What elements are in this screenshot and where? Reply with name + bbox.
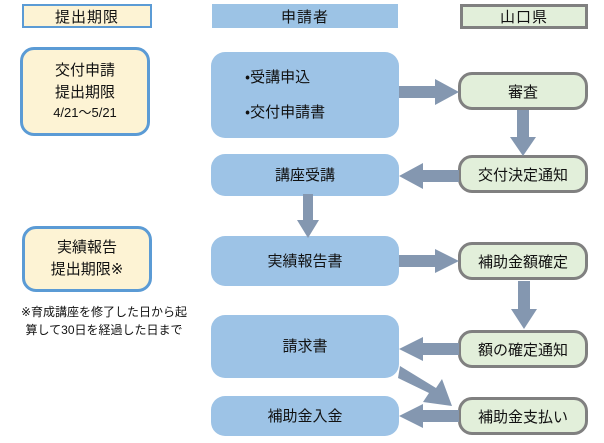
applicant-box-subsidy-deposit: 補助金入金 <box>211 396 399 436</box>
arrow-report-to-amount-fixed <box>399 249 459 273</box>
header-deadline-column: 提出期限 <box>22 4 152 28</box>
arrow-application-to-review <box>399 79 459 105</box>
arrow-review-to-grant-notice <box>510 110 536 156</box>
applicant-box-application: ・受講申込 ・交付申請書 <box>211 52 399 138</box>
header-prefecture-column: 山口県 <box>460 4 588 29</box>
deadline-card-line2: 提出期限※ <box>50 261 124 278</box>
prefecture-box-amount-confirmation-notice: 額の確定通知 <box>458 330 588 368</box>
deadline-card-grant-application: 交付申請 提出期限 4/21〜5/21 <box>20 47 150 136</box>
arrow-amount-fixed-to-amount-notice <box>511 281 537 329</box>
header-applicant-column: 申請者 <box>212 4 398 28</box>
applicant-bullet-2: ・交付申請書 <box>245 104 326 121</box>
prefecture-box-review: 審査 <box>458 72 588 110</box>
deadline-card-line3: 4/21〜5/21 <box>53 104 117 120</box>
deadline-card-line1: 実績報告 <box>56 239 117 257</box>
applicant-box-course-attendance: 講座受講 <box>211 154 399 196</box>
deadline-card-performance-report: 実績報告 提出期限※ <box>22 226 152 292</box>
arrow-amount-notice-to-invoice <box>399 337 459 361</box>
prefecture-box-subsidy-payment: 補助金支払い <box>458 397 588 435</box>
applicant-box-invoice: 請求書 <box>211 315 399 378</box>
deadline-footnote: ※育成講座を修了した日から起 算して30日を経過した日まで <box>20 305 188 337</box>
deadline-card-line2: 提出期限 <box>54 84 115 102</box>
arrow-payment-to-deposit <box>399 404 459 428</box>
arrow-grant-notice-to-course <box>399 163 459 189</box>
deadline-card-line1: 交付申請 <box>54 62 115 80</box>
prefecture-box-grant-decision-notice: 交付決定通知 <box>458 155 588 193</box>
arrow-course-to-report <box>297 194 319 238</box>
applicant-bullet-1: ・受講申込 <box>245 69 311 86</box>
arrow-invoice-to-payment <box>398 366 468 410</box>
prefecture-box-subsidy-amount-determination: 補助金額確定 <box>458 242 588 280</box>
applicant-box-performance-report: 実績報告書 <box>211 236 399 286</box>
